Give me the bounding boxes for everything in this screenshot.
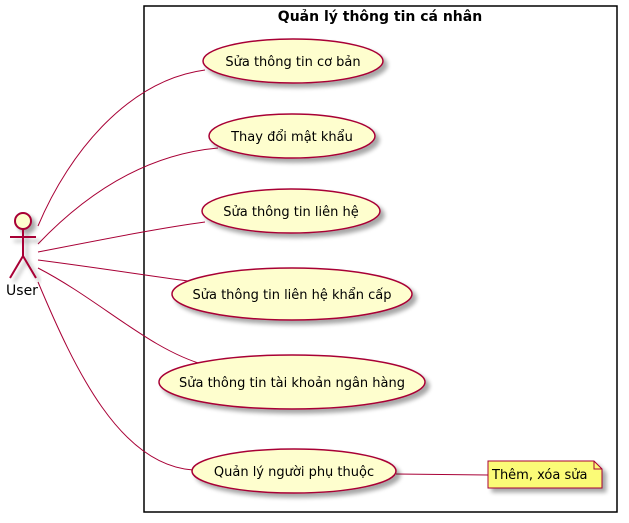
association-line bbox=[37, 281, 194, 471]
use-case-ellipse bbox=[191, 448, 397, 494]
actor-head bbox=[14, 212, 32, 230]
use-case-bank-account: Sửa thông tin tài khoản ngân hàng bbox=[158, 354, 426, 410]
use-case-ellipse bbox=[158, 354, 426, 410]
use-case-ellipse bbox=[171, 267, 413, 321]
use-case-basic-info: Sửa thông tin cơ bản bbox=[202, 38, 384, 84]
use-case-emergency-contact: Sửa thông tin liên hệ khẩn cấp bbox=[171, 267, 413, 321]
use-case-contact-info: Sửa thông tin liên hệ bbox=[201, 188, 381, 234]
association-line bbox=[37, 259, 189, 282]
actor-leg-left bbox=[9, 255, 24, 279]
system-title: Quản lý thông tin cá nhân bbox=[278, 9, 482, 25]
use-case-ellipse bbox=[208, 113, 376, 159]
use-case-dependents: Quản lý người phụ thuộc bbox=[191, 448, 397, 494]
use-case-label: Sửa thông tin cơ bản bbox=[225, 55, 360, 70]
use-case-label: Sửa thông tin liên hệ khẩn cấp bbox=[192, 288, 391, 303]
association-line bbox=[37, 221, 206, 253]
actor-user bbox=[9, 212, 37, 279]
use-case-label: Sửa thông tin liên hệ bbox=[223, 205, 358, 220]
actor-label: User bbox=[6, 283, 38, 299]
note-connector bbox=[395, 473, 489, 476]
actor-leg-right bbox=[22, 255, 37, 279]
system-boundary bbox=[143, 5, 618, 513]
use-case-ellipse bbox=[201, 188, 381, 234]
note-shape bbox=[487, 460, 603, 489]
association-line bbox=[37, 267, 206, 366]
use-case-label: Sửa thông tin tài khoản ngân hàng bbox=[179, 376, 405, 391]
association-line bbox=[37, 69, 206, 227]
note: Thêm, xóa sửa bbox=[487, 460, 603, 489]
associations bbox=[37, 69, 219, 471]
note-label: Thêm, xóa sửa bbox=[491, 468, 587, 483]
use-case-label: Thay đổi mật khẩu bbox=[230, 130, 353, 145]
use-case-change-password: Thay đổi mật khẩu bbox=[208, 113, 376, 159]
use-case-label: Quản lý người phụ thuộc bbox=[214, 465, 374, 480]
association-line bbox=[37, 147, 219, 245]
use-case-ellipse bbox=[202, 38, 384, 84]
note-fold bbox=[593, 461, 602, 470]
